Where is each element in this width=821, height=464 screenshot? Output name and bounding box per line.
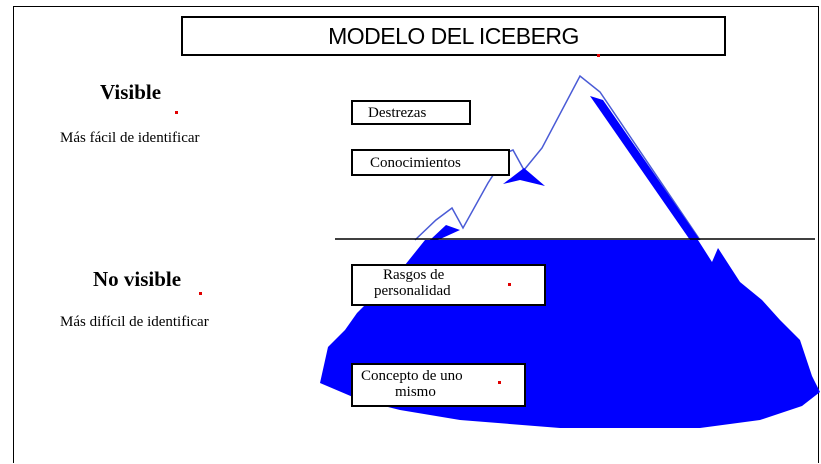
- hidden-subtitle: Más difícil de identificar: [60, 314, 209, 330]
- marker-dot: [498, 381, 501, 384]
- label-skills-text: Destrezas: [368, 105, 427, 121]
- hidden-heading: No visible: [93, 267, 182, 291]
- label-traits-line1: Rasgos de: [383, 267, 445, 283]
- label-self-concept: Concepto de uno mismo: [351, 363, 526, 407]
- marker-dot: [199, 292, 202, 295]
- label-personality-traits: Rasgos de personalidad: [351, 264, 546, 306]
- marker-dot: [597, 54, 600, 57]
- diagram-frame: [13, 6, 819, 463]
- label-self-concept-line2: mismo: [395, 384, 436, 400]
- marker-dot: [508, 283, 511, 286]
- visible-heading: Visible: [100, 80, 162, 104]
- label-self-concept-line1: Concepto de uno: [361, 368, 463, 384]
- iceberg-tip-outline: [414, 74, 701, 241]
- iceberg-shade-left: [430, 225, 460, 240]
- label-knowledge-text: Conocimientos: [370, 155, 461, 171]
- marker-dot: [175, 111, 178, 114]
- visible-subtitle: Más fácil de identificar: [60, 130, 200, 146]
- label-traits-line2: personalidad: [374, 283, 451, 299]
- iceberg-shade-right: [590, 96, 700, 240]
- diagram-title: MODELO DEL ICEBERG: [181, 16, 726, 56]
- label-knowledge: Conocimientos: [351, 149, 510, 176]
- label-skills: Destrezas: [351, 100, 471, 125]
- iceberg-shade-mid: [503, 168, 545, 186]
